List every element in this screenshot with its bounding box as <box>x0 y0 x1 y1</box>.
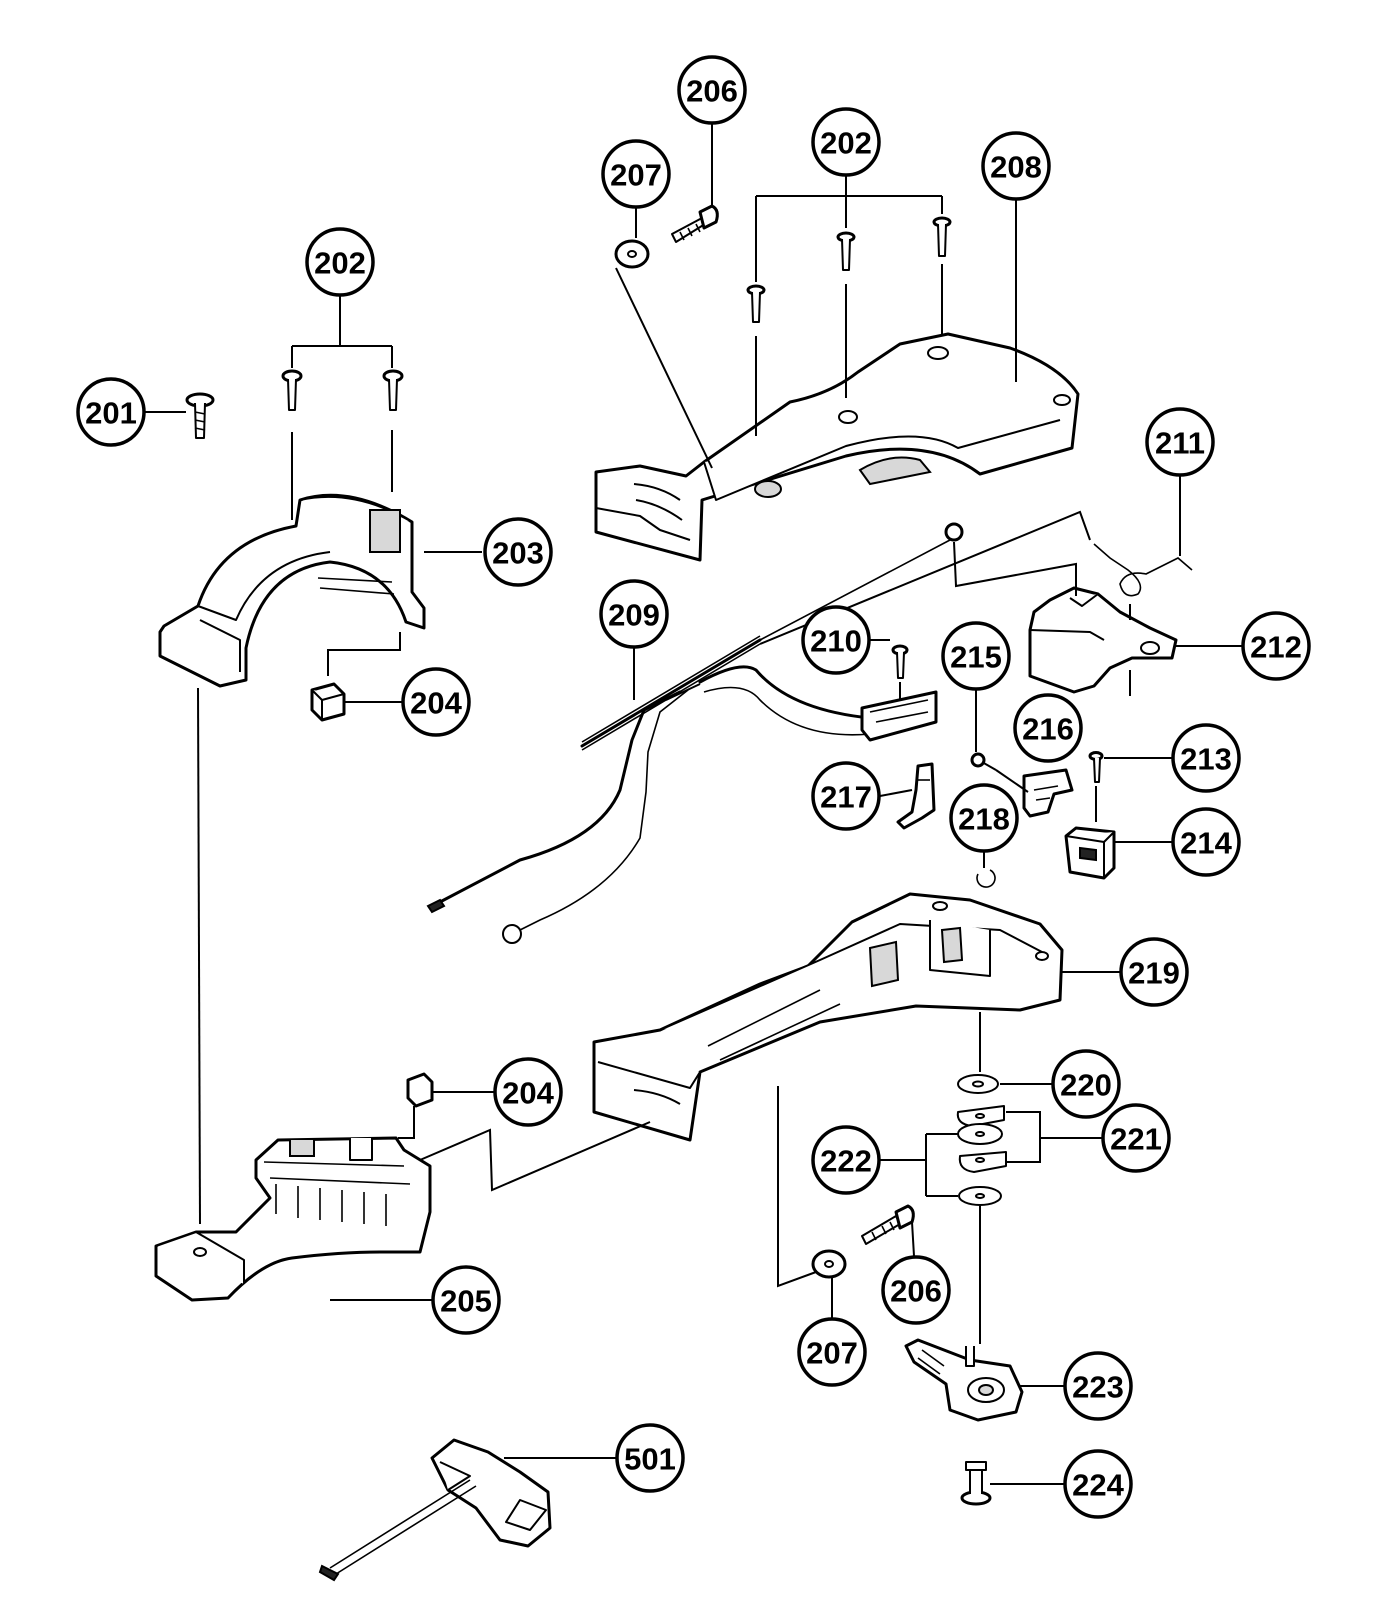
callout-224: 224 <box>1063 1449 1133 1519</box>
callout-206-lower: 206 <box>881 1255 951 1325</box>
part-206-screw-upper <box>671 204 719 243</box>
callout-207-upper: 207 <box>601 139 671 209</box>
svg-text:216: 216 <box>1022 712 1074 747</box>
svg-text:224: 224 <box>1072 1468 1124 1503</box>
callout-202-top: 202 <box>811 107 881 177</box>
callout-204-lower: 204 <box>493 1057 563 1127</box>
svg-text:206: 206 <box>890 1274 942 1309</box>
callout-209: 209 <box>599 579 669 649</box>
part-210-switch <box>860 644 938 742</box>
callout-218: 218 <box>949 783 1019 853</box>
callout-203: 203 <box>483 517 553 587</box>
svg-text:223: 223 <box>1072 1370 1124 1405</box>
part-204-nut-upper <box>310 682 346 722</box>
callout-214: 214 <box>1171 807 1241 877</box>
part-215-screw <box>970 752 997 771</box>
part-204-nut-lower <box>406 1072 434 1108</box>
part-206-screw-lower <box>861 1204 915 1245</box>
part-207-washer-upper <box>614 239 650 269</box>
part-219-lower-handle <box>592 892 1064 1142</box>
callout-213: 213 <box>1171 723 1241 793</box>
callout-202-left: 202 <box>305 227 375 297</box>
svg-text:205: 205 <box>440 1284 492 1319</box>
part-221-222-washer-stack <box>956 1105 1007 1206</box>
part-216-contact-plate <box>1022 768 1074 818</box>
svg-text:204: 204 <box>502 1076 554 1111</box>
svg-text:209: 209 <box>608 598 660 633</box>
callout-207-lower: 207 <box>797 1317 867 1387</box>
part-220-washer <box>957 1074 999 1094</box>
svg-text:211: 211 <box>1155 426 1205 461</box>
callout-216: 216 <box>1013 693 1083 763</box>
callout-201: 201 <box>76 377 146 447</box>
part-214-block <box>1064 826 1116 880</box>
part-202-screws-top <box>746 216 952 323</box>
svg-text:207: 207 <box>806 1336 858 1371</box>
svg-text:202: 202 <box>820 126 872 161</box>
svg-text:501: 501 <box>624 1442 676 1477</box>
callout-221: 221 <box>1101 1103 1171 1173</box>
callout-222: 222 <box>811 1125 881 1195</box>
svg-text:219: 219 <box>1128 956 1180 991</box>
part-501-wrench <box>318 1438 552 1582</box>
svg-text:213: 213 <box>1180 742 1232 777</box>
callout-220: 220 <box>1051 1049 1121 1119</box>
part-205-lower-clamp <box>154 1136 432 1302</box>
callout-217: 217 <box>811 761 881 831</box>
part-224-pin <box>960 1461 992 1506</box>
callout-211: 211 <box>1145 407 1215 477</box>
callout-206-upper: 206 <box>677 55 747 125</box>
svg-text:212: 212 <box>1250 630 1302 665</box>
part-213-screw <box>1088 751 1104 783</box>
svg-text:208: 208 <box>990 150 1042 185</box>
svg-text:221: 221 <box>1110 1122 1162 1157</box>
svg-text:206: 206 <box>686 74 738 109</box>
callout-501: 501 <box>615 1423 685 1493</box>
svg-text:220: 220 <box>1060 1068 1112 1103</box>
svg-text:218: 218 <box>958 802 1010 837</box>
svg-text:203: 203 <box>492 536 544 571</box>
callout-223: 223 <box>1063 1351 1133 1421</box>
part-209-throttle-cable <box>426 522 964 944</box>
callout-219: 219 <box>1119 937 1189 1007</box>
part-208-upper-handle <box>594 332 1080 562</box>
part-212-throttle-trigger <box>1028 586 1178 694</box>
callout-212: 212 <box>1241 611 1311 681</box>
svg-text:222: 222 <box>820 1144 872 1179</box>
svg-text:215: 215 <box>950 640 1002 675</box>
callout-205: 205 <box>431 1265 501 1335</box>
leader-lines <box>144 122 1242 1485</box>
callout-215: 215 <box>941 621 1011 691</box>
svg-text:202: 202 <box>314 246 366 281</box>
svg-text:201: 201 <box>85 396 137 431</box>
part-207-washer-lower <box>811 1249 847 1279</box>
callout-204-upper: 204 <box>401 667 471 737</box>
svg-text:204: 204 <box>410 686 462 721</box>
part-217-contact-clip <box>896 762 936 830</box>
part-223-bracket <box>904 1338 1024 1422</box>
part-202-screws-left <box>281 369 404 411</box>
svg-text:214: 214 <box>1180 826 1232 861</box>
svg-text:217: 217 <box>820 780 872 815</box>
callout-210: 210 <box>801 605 871 675</box>
part-218-e-clip <box>976 869 996 888</box>
svg-text:210: 210 <box>810 624 862 659</box>
part-201-screw <box>185 392 215 439</box>
part-211-spring <box>1093 543 1193 597</box>
callout-208: 208 <box>981 131 1051 201</box>
part-203-upper-clamp <box>158 493 426 688</box>
svg-text:207: 207 <box>610 158 662 193</box>
